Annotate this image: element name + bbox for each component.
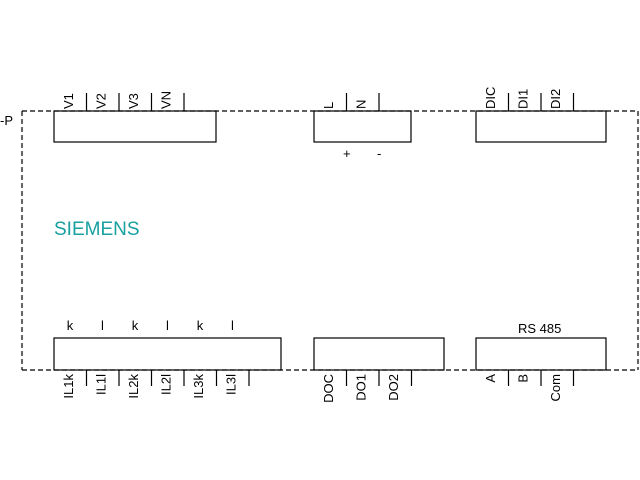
rs485-terminal-block [475, 337, 607, 371]
terminal-label: DI1 [516, 89, 531, 109]
terminal-label: IL3k [191, 374, 206, 399]
terminal-label: DO1 [354, 374, 369, 401]
ct-marker: k [197, 318, 204, 333]
terminal-label: VN [159, 91, 174, 109]
digital-input-terminal-block [475, 110, 607, 143]
terminal-label: IL1l [94, 374, 109, 395]
device-tag: -P [0, 113, 13, 128]
power-supply-terminal-block [313, 110, 412, 143]
brand-logo-text: SIEMENS [54, 219, 140, 240]
ct-marker: k [132, 318, 139, 333]
ct-marker: l [101, 318, 104, 333]
terminal-label: IL2k [126, 374, 141, 399]
terminal-label: DI2 [548, 89, 563, 109]
terminal-label: Com [548, 374, 563, 401]
terminal-label: B [516, 374, 531, 383]
terminal-label: V2 [94, 93, 109, 109]
digital-output-terminal-block [313, 337, 445, 371]
current-terminal-block [53, 337, 282, 371]
ct-marker: l [166, 318, 169, 333]
polarity-plus: + [343, 146, 351, 161]
terminal-label: V3 [126, 93, 141, 109]
terminal-label: DIC [483, 87, 498, 109]
ct-marker: k [67, 318, 74, 333]
terminal-label: L [321, 102, 336, 109]
polarity-minus: - [377, 146, 381, 161]
voltage-terminal-block [53, 110, 217, 143]
terminal-label: DOC [321, 374, 336, 403]
terminal-label: DO2 [386, 374, 401, 401]
terminal-label: IL2l [159, 374, 174, 395]
terminal-label: IL3l [224, 374, 239, 395]
terminal-label: IL1k [61, 374, 76, 399]
terminal-label: V1 [61, 93, 76, 109]
terminal-label: N [354, 100, 369, 109]
rs485-label: RS 485 [518, 321, 561, 336]
terminal-label: A [483, 374, 498, 383]
ct-marker: l [231, 318, 234, 333]
